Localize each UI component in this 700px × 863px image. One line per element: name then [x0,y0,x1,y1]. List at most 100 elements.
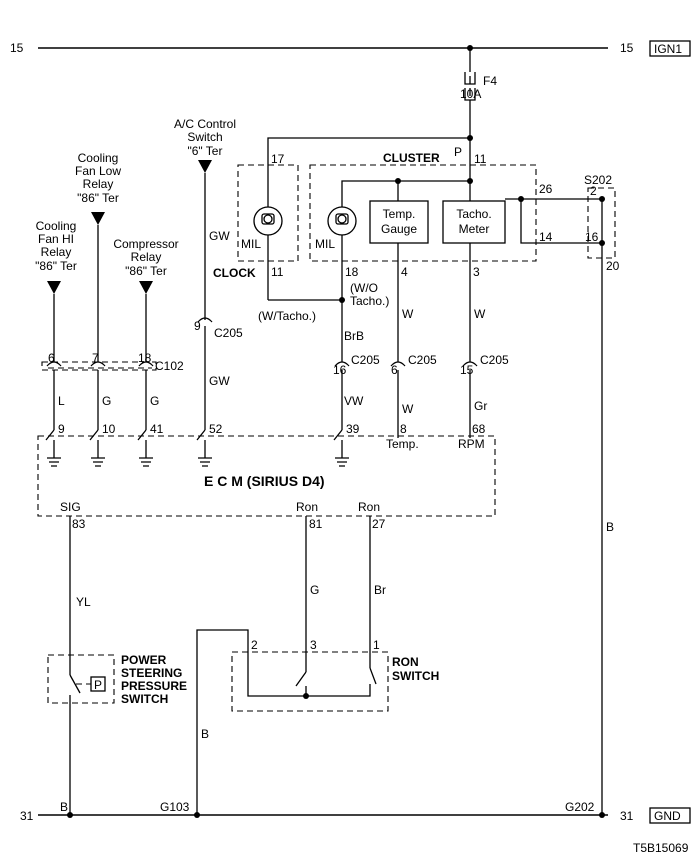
wire-g-low: G [102,394,111,408]
c205-ac-pin: 9 [194,319,201,333]
ps-switch-box [47,654,115,704]
tacho-meter-line1: Tacho. [456,207,491,221]
c205-ac-label: C205 [214,326,243,340]
c205-tacho-connector [462,361,478,430]
comp-relay-line3: "86" Ter [125,264,167,278]
s202-pin16: 16 [585,230,599,244]
ps-switch-line2: STEERING [121,666,182,680]
ps-switch-line1: POWER [121,653,167,667]
wire-vw: VW [344,394,364,408]
diagram-code: T5B15069 [633,841,689,855]
s202-pin20: 20 [606,259,620,273]
wire-br-ron: Br [374,583,386,597]
c102-pin-7: 7 [92,351,99,365]
tacho-meter-pin: 3 [473,265,480,279]
wire-w-temp-upper: W [402,307,414,321]
clock-title: CLOCK [213,266,256,280]
c102-pin-18: 18 [138,351,152,365]
s202-label: S202 [584,173,612,187]
c205-mil-connector [334,361,350,430]
ign1-tag: IGN1 [654,42,682,56]
temp-gauge-box [369,200,429,244]
wire-b-bottom: B [60,800,68,814]
ac-switch-line3: "6" Ter [188,144,223,158]
clock-mil-label: MIL [241,237,261,251]
c205-temp-pin: 6 [391,363,398,377]
tacho-meter-line2: Meter [459,222,490,236]
cluster-p-label: P [454,145,462,159]
rail-top-right-label: 15 [620,41,634,55]
ps-switch-contact [69,668,106,815]
wire-gw-lower: GW [209,374,230,388]
wire-gr: Gr [474,399,487,413]
cluster-box [309,164,537,262]
fuse-rating: 10A [460,87,481,101]
wire-yl: YL [76,595,91,609]
ecm-pin-9: 9 [58,422,65,436]
c205-tacho-label: C205 [480,353,509,367]
ecm-top-contacts [45,429,471,458]
clock-pin17: 17 [271,152,285,166]
comp-relay-line2: Relay [131,250,162,264]
ron-switch-line2: SWITCH [392,669,439,683]
ign1-rail: 15 15 IGN1 [10,40,691,57]
rail-bottom-left-label: 31 [20,809,34,823]
ground-g202: G202 [565,800,595,814]
c102-pin-6: 6 [48,351,55,365]
compressor-relay-input [139,281,153,362]
ecm-internal-grounds [47,457,349,467]
ac-switch-input [198,160,212,320]
cluster-mil-label: MIL [315,237,335,251]
clock-mil-pin: 11 [271,265,284,279]
wire-gw-upper: GW [209,229,230,243]
temp-gauge-line2: Gauge [381,222,417,236]
cluster-mil-lamp [327,206,357,300]
cluster-pin26: 26 [539,182,553,196]
ecm-pin-39: 39 [346,422,360,436]
c205-tacho-pin: 15 [460,363,474,377]
wire-brb: BrB [344,329,364,343]
hi-relay-input [47,281,61,362]
wire-w-tacho-upper: W [474,307,486,321]
cluster-pin14: 14 [539,230,553,244]
low-relay-line1: Cooling [78,151,119,165]
comp-relay-line1: Compressor [113,237,178,251]
hi-relay-line4: "86" Ter [35,259,77,273]
ecm-ron2-label: Ron [358,500,380,514]
c205-ac-connector [197,317,213,430]
low-relay-line2: Fan Low [75,164,121,178]
c102-region [41,361,157,371]
ron-switch-box [231,651,389,712]
ron-switch-pin3: 3 [310,638,317,652]
cluster-mil-pin: 18 [345,265,359,279]
ecm-pin-8: 8 [400,422,407,436]
fuse-name: F4 [483,74,497,88]
gnd-tag: GND [654,809,681,823]
ecm-pin-68: 68 [472,422,486,436]
low-relay-line4: "86" Ter [77,191,119,205]
ecm-ron2-pin: 27 [372,517,386,531]
clock-feed-wire [267,137,470,182]
wire-g-ron: G [310,583,319,597]
ecm-pin-52: 52 [209,422,223,436]
c102-label: C102 [155,359,184,373]
fuse-f4: F4 10A [460,48,497,141]
temp-gauge-line1: Temp. [383,207,416,221]
wire-b-right: B [606,520,614,534]
ecm-rpm-label: RPM [458,437,485,451]
c205-temp-connector [390,361,406,430]
ron-switch-contacts [196,629,377,815]
c205-mil-label: C205 [351,353,380,367]
ecm-pin-10: 10 [102,422,116,436]
ps-switch-line3: PRESSURE [121,679,187,693]
cluster-pin11: 11 [474,152,487,166]
ecm-ron1-pin: 81 [309,517,323,531]
rail-bottom-right-label: 31 [620,809,634,823]
wire-b-ground: B [201,727,209,741]
gnd-rail: 31 31 GND [20,807,691,824]
ecm-sig-label: SIG [60,500,81,514]
cluster-internal-bus [341,180,470,207]
wo-tacho-note-1: (W/O [350,281,378,295]
c205-mil-pin: 16 [333,363,347,377]
